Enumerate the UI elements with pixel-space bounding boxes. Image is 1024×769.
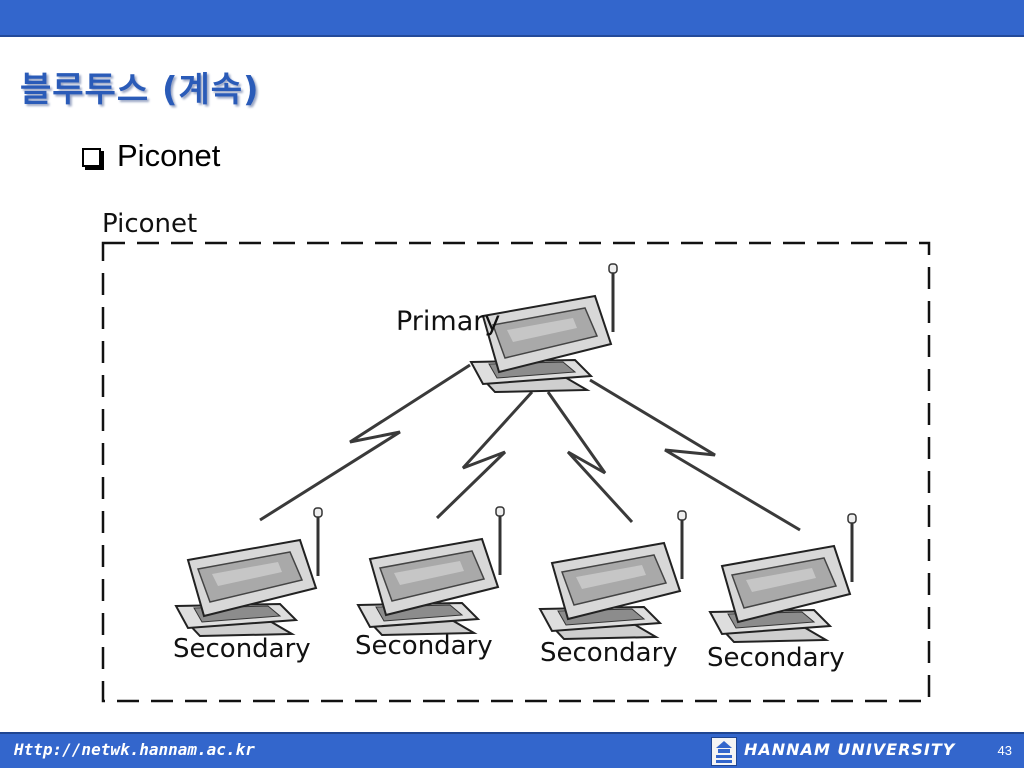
node-label-secondary-3: Secondary bbox=[540, 638, 678, 668]
link-primary-secondary-4 bbox=[589, 378, 801, 532]
laptop-secondary-2-icon bbox=[356, 505, 506, 637]
node-label-secondary-4: Secondary bbox=[707, 643, 845, 673]
piconet-boundary bbox=[101, 241, 931, 703]
bullet-item: Piconet bbox=[82, 136, 220, 176]
laptop-secondary-1-icon bbox=[174, 506, 324, 638]
node-label-secondary-2: Secondary bbox=[355, 631, 493, 661]
university-name: HANNAM UNIVERSITY bbox=[744, 740, 956, 759]
university-logo-icon bbox=[711, 737, 737, 766]
footer-url-link[interactable]: Http://netwk.hannam.ac.kr bbox=[14, 740, 255, 759]
link-primary-secondary-1 bbox=[259, 363, 471, 522]
link-primary-secondary-3 bbox=[546, 391, 634, 524]
header-bar bbox=[0, 0, 1024, 37]
slide-title: 블루투스 (계속) bbox=[20, 70, 260, 110]
node-label-secondary-1: Secondary bbox=[173, 634, 311, 664]
footer-bar: Http://netwk.hannam.ac.kr HANNAM UNIVERS… bbox=[0, 732, 1024, 768]
link-primary-secondary-2 bbox=[435, 390, 534, 520]
node-label-primary: Primary bbox=[396, 306, 500, 337]
bullet-text: Piconet bbox=[117, 138, 221, 173]
laptop-secondary-4-icon bbox=[708, 512, 858, 644]
piconet-label: Piconet bbox=[102, 209, 197, 239]
laptop-secondary-3-icon bbox=[538, 509, 688, 641]
checkbox-icon bbox=[82, 147, 101, 167]
page-number: 43 bbox=[997, 743, 1012, 758]
